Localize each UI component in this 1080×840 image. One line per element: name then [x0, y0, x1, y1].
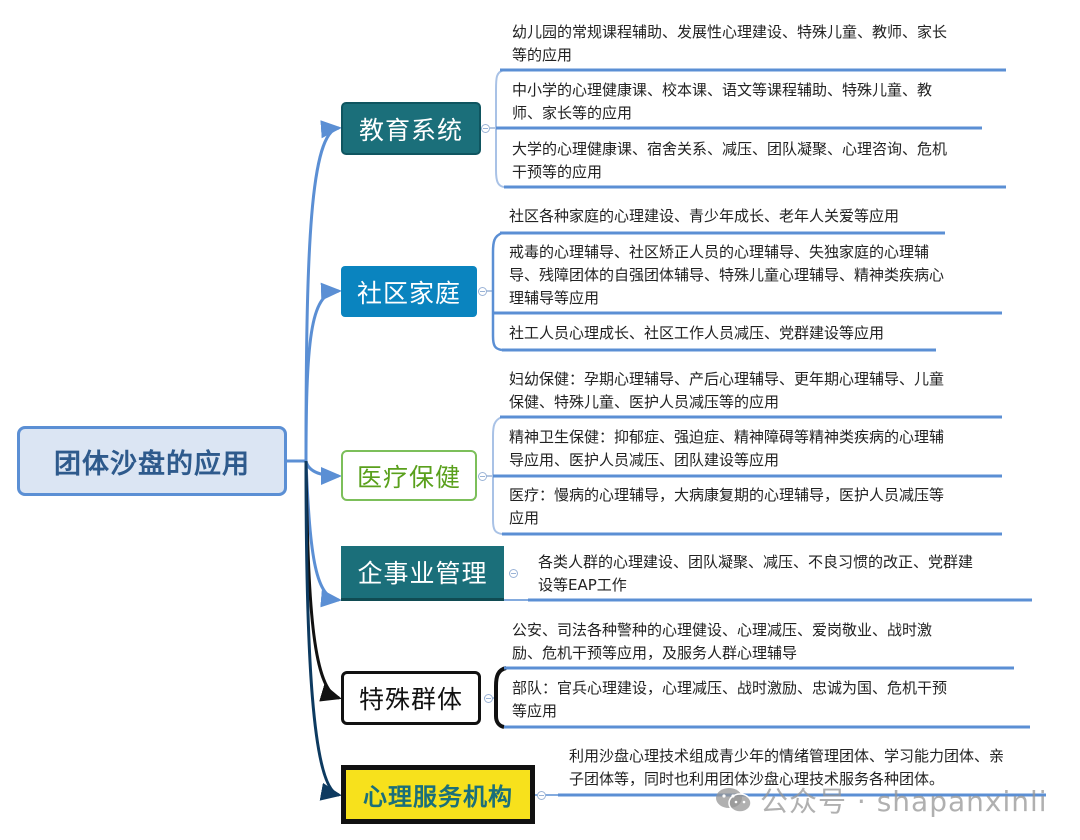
leaf-node[interactable]: 部队：官兵心理建设，心理减压、战时激励、忠诚为国、危机干预 等应用 [512, 677, 947, 723]
leaf-node[interactable]: 公安、司法各种警种的心理健设、心理减压、爱岗敬业、战时激 励、危机干预等应用，及… [512, 619, 932, 665]
leaf-node[interactable]: 利用沙盘心理技术组成青少年的情绪管理团体、学习能力团体、亲 子团体等，同时也利用… [569, 745, 1004, 791]
leaf-line: 干预等的应用 [512, 163, 603, 181]
leaf-line: 社区各种家庭的心理建设、青少年成长、老年人关爱等应用 [509, 207, 900, 225]
leaf-line: 励、危机干预等应用，及服务人群心理辅导 [512, 644, 798, 662]
leaf-node[interactable]: 精神卫生保健：抑郁症、强迫症、精神障碍等精神类疾病的心理辅 导应用、医护人员减压… [509, 426, 944, 472]
collapse-toggle-icon[interactable] [509, 569, 518, 578]
leaf-node[interactable]: 中小学的心理健康课、校本课、语文等课程辅助、特殊儿童、教 师、家长等的应用 [512, 79, 932, 125]
leaf-line: 应用 [509, 509, 540, 527]
topic-medical[interactable]: 医疗保健 [341, 450, 477, 501]
leaf-line: 幼儿园的常规课程辅助、发展性心理建设、特殊儿童、教师、家长 [512, 23, 948, 41]
leaf-line: 导、残障团体的自强团体辅导、特殊儿童心理辅导、精神类疾病心 [509, 266, 945, 284]
collapse-toggle-icon[interactable] [478, 287, 487, 296]
topic-psych-services[interactable]: 心理服务机构 [341, 765, 535, 824]
leaf-node[interactable]: 戒毒的心理辅导、社区矫正人员的心理辅导、失独家庭的心理辅 导、残障团体的自强团体… [509, 241, 944, 310]
root-node[interactable]: 团体沙盘的应用 [17, 426, 287, 496]
leaf-line: 理辅导等应用 [509, 289, 600, 307]
collapse-toggle-icon[interactable] [478, 472, 487, 481]
leaf-line: 精神卫生保健：抑郁症、强迫症、精神障碍等精神类疾病的心理辅 [509, 428, 945, 446]
leaf-node[interactable]: 妇幼保健：孕期心理辅导、产后心理辅导、更年期心理辅导、儿童 保健、特殊儿童、医护… [509, 368, 944, 414]
leaf-line: 中小学的心理健康课、校本课、语文等课程辅助、特殊儿童、教 [512, 81, 933, 99]
leaf-line: 保健、特殊儿童、医护人员减压等的应用 [509, 393, 780, 411]
leaf-line: 子团体等，同时也利用团体沙盘心理技术服务各种团体。 [569, 770, 945, 788]
collapse-toggle-icon[interactable] [537, 791, 546, 800]
leaf-line: 社工人员心理成长、社区工作人员减压、党群建设等应用 [509, 324, 885, 342]
leaf-node[interactable]: 社区各种家庭的心理建设、青少年成长、老年人关爱等应用 [509, 205, 899, 228]
leaf-line: 等的应用 [512, 46, 573, 64]
topic-enterprise[interactable]: 企事业管理 [341, 546, 504, 601]
leaf-line: 利用沙盘心理技术组成青少年的情绪管理团体、学习能力团体、亲 [569, 747, 1005, 765]
leaf-line: 部队：官兵心理建设，心理减压、战时激励、忠诚为国、危机干预 [512, 679, 948, 697]
leaf-line: 等应用 [512, 702, 558, 720]
leaf-line: 医疗：慢病的心理辅导，大病康复期的心理辅导，医护人员减压等 [509, 486, 945, 504]
leaf-line: 导应用、医护人员减压、团队建设等应用 [509, 451, 780, 469]
topic-special-groups[interactable]: 特殊群体 [341, 671, 481, 725]
leaf-node[interactable]: 大学的心理健康课、宿舍关系、减压、团队凝聚、心理咨询、危机 干预等的应用 [512, 138, 947, 184]
wechat-icon [714, 786, 754, 814]
collapse-toggle-icon[interactable] [484, 694, 493, 703]
leaf-node[interactable]: 各类人群的心理建设、团队凝聚、减压、不良习惯的改正、党群建 设等EAP工作 [538, 551, 973, 597]
watermark: 公众号 · shapanxinli [714, 780, 1048, 820]
watermark-text: 公众号 · shapanxinli [760, 785, 1048, 818]
leaf-node[interactable]: 社工人员心理成长、社区工作人员减压、党群建设等应用 [509, 322, 884, 345]
collapse-toggle-icon[interactable] [481, 124, 490, 133]
leaf-line: 各类人群的心理建设、团队凝聚、减压、不良习惯的改正、党群建 [538, 553, 974, 571]
leaf-line: 大学的心理健康课、宿舍关系、减压、团队凝聚、心理咨询、危机 [512, 140, 948, 158]
topic-community[interactable]: 社区家庭 [341, 266, 477, 317]
leaf-node[interactable]: 幼儿园的常规课程辅助、发展性心理建设、特殊儿童、教师、家长 等的应用 [512, 21, 947, 67]
leaf-line: 公安、司法各种警种的心理健设、心理减压、爱岗敬业、战时激 [512, 621, 933, 639]
leaf-line: 师、家长等的应用 [512, 104, 633, 122]
leaf-line: 戒毒的心理辅导、社区矫正人员的心理辅导、失独家庭的心理辅 [509, 243, 930, 261]
leaf-line: 设等EAP工作 [538, 576, 627, 594]
leaf-line: 妇幼保健：孕期心理辅导、产后心理辅导、更年期心理辅导、儿童 [509, 370, 945, 388]
topic-education[interactable]: 教育系统 [341, 102, 481, 155]
leaf-node[interactable]: 医疗：慢病的心理辅导，大病康复期的心理辅导，医护人员减压等 应用 [509, 484, 944, 530]
